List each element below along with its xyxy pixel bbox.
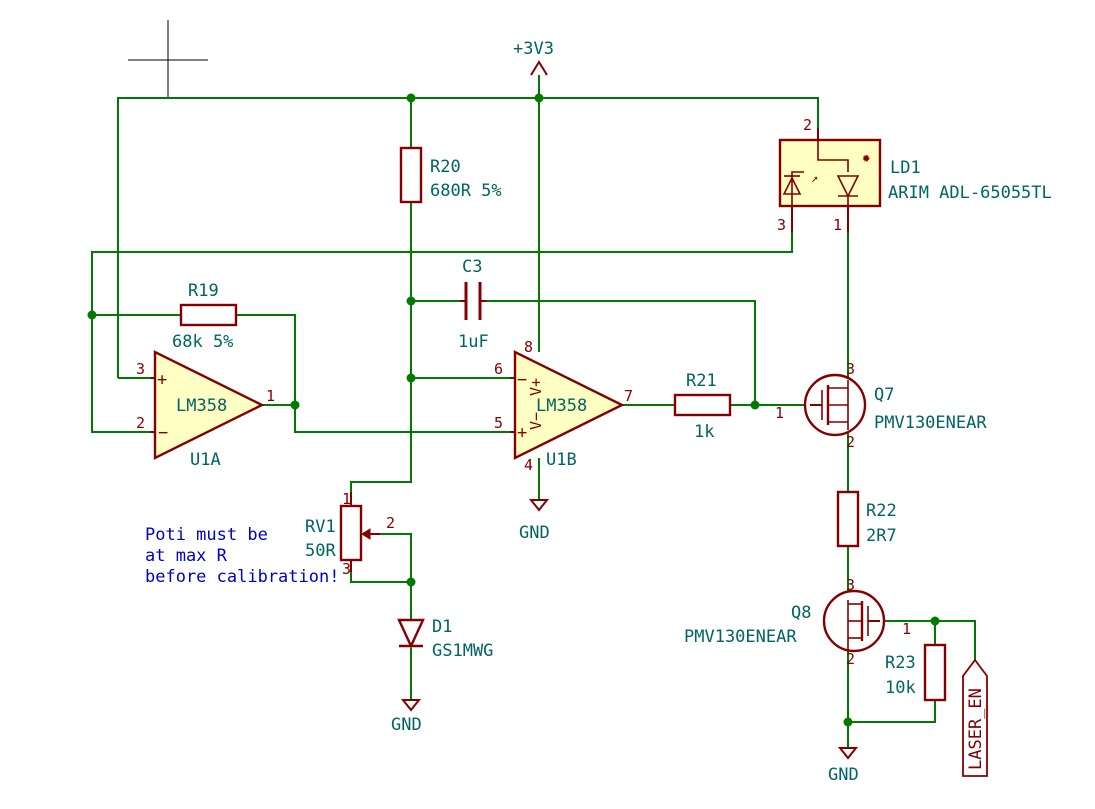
- svg-text:V+: V+: [527, 378, 545, 396]
- svg-text:+: +: [517, 423, 527, 443]
- svg-text:8: 8: [524, 338, 533, 356]
- capacitor-c3[interactable]: C3 1uF: [458, 257, 489, 352]
- svg-text:68k 5%: 68k 5%: [172, 332, 233, 352]
- svg-text:680R 5%: 680R 5%: [430, 181, 502, 201]
- svg-text:Q7: Q7: [874, 385, 894, 405]
- svg-text:C3: C3: [462, 257, 482, 277]
- svg-text:3: 3: [846, 576, 855, 594]
- svg-text:2: 2: [386, 514, 395, 532]
- svg-text:R22: R22: [866, 501, 897, 521]
- calibration-note: Poti must be at max R before calibration…: [145, 525, 339, 587]
- resistor-r22[interactable]: R22 2R7: [836, 490, 897, 548]
- svg-text:GND: GND: [391, 715, 422, 735]
- svg-text:before calibration!: before calibration!: [145, 567, 339, 587]
- svg-text:R19: R19: [188, 281, 219, 301]
- vcc-symbol: +3V3: [513, 39, 554, 76]
- opamp-u1a[interactable]: 3 2 1 + − LM358 U1A: [136, 350, 275, 470]
- svg-text:✹: ✹: [862, 150, 871, 166]
- svg-text:RV1: RV1: [305, 517, 336, 537]
- svg-text:1: 1: [833, 216, 842, 234]
- svg-text:5: 5: [494, 414, 503, 432]
- svg-text:50R: 50R: [305, 541, 336, 561]
- svg-text:D1: D1: [432, 617, 452, 637]
- gnd-symbol-d1: GND: [391, 699, 422, 735]
- net-label-laser-en[interactable]: LASER_EN: [962, 658, 988, 777]
- svg-text:U1B: U1B: [546, 450, 577, 470]
- opamp-u1b[interactable]: 6 5 7 8 4 − + V+ V− LM358 U1B: [494, 338, 633, 474]
- svg-text:Poti must be: Poti must be: [145, 525, 268, 545]
- gnd-symbol-u1b: GND: [519, 499, 550, 543]
- resistor-r23[interactable]: R23 10k: [885, 643, 947, 702]
- svg-text:2: 2: [846, 650, 855, 668]
- svg-text:3: 3: [136, 360, 145, 378]
- svg-text:GND: GND: [828, 765, 859, 785]
- svg-text:10k: 10k: [885, 678, 916, 698]
- svg-text:LD1: LD1: [890, 158, 921, 178]
- svg-text:3: 3: [777, 216, 786, 234]
- svg-text:2: 2: [136, 414, 145, 432]
- mosfet-q8[interactable]: 1 3 2 Q8 PMV130ENEAR: [684, 576, 911, 668]
- junctions: [87, 93, 940, 727]
- svg-text:GS1MWG: GS1MWG: [432, 641, 493, 661]
- svg-text:↗: ↗: [811, 171, 818, 185]
- gnd-symbol-q8: GND: [828, 747, 859, 785]
- svg-text:2: 2: [803, 116, 812, 134]
- svg-text:+: +: [157, 370, 167, 390]
- resistor-r21[interactable]: R21 1k: [673, 371, 732, 442]
- svg-text:1: 1: [902, 620, 911, 638]
- svg-text:−: −: [517, 370, 527, 390]
- mosfet-q7[interactable]: 1 3 2 Q7 PMV130ENEAR: [775, 360, 987, 451]
- resistor-r19[interactable]: R19 68k 5%: [172, 281, 238, 352]
- svg-text:ARIM ADL-65055TL: ARIM ADL-65055TL: [888, 183, 1052, 203]
- svg-text:Q8: Q8: [791, 603, 811, 623]
- svg-text:1: 1: [266, 387, 275, 405]
- resistor-r20[interactable]: R20 680R 5%: [399, 146, 502, 204]
- svg-text:PMV130ENEAR: PMV130ENEAR: [684, 627, 797, 647]
- svg-text:1: 1: [342, 490, 351, 508]
- svg-text:PMV130ENEAR: PMV130ENEAR: [874, 413, 987, 433]
- svg-text:U1A: U1A: [190, 450, 221, 470]
- svg-text:R20: R20: [430, 157, 461, 177]
- potentiometer-rv1[interactable]: 1 2 3 RV1 50R: [305, 490, 395, 578]
- cursor-crosshair: [128, 20, 208, 98]
- svg-text:GND: GND: [519, 523, 550, 543]
- svg-text:2: 2: [846, 433, 855, 451]
- svg-text:LASER_EN: LASER_EN: [966, 688, 986, 770]
- wires: [91, 75, 976, 748]
- svg-text:4: 4: [524, 456, 533, 474]
- svg-text:3: 3: [846, 360, 855, 378]
- diode-d1[interactable]: D1 GS1MWG: [397, 617, 493, 661]
- svg-text:1uF: 1uF: [458, 332, 489, 352]
- svg-text:R23: R23: [885, 653, 916, 673]
- svg-text:1k: 1k: [694, 422, 714, 442]
- svg-text:LM358: LM358: [176, 396, 227, 416]
- svg-text:R21: R21: [686, 371, 717, 391]
- svg-text:2R7: 2R7: [866, 526, 897, 546]
- svg-text:3: 3: [342, 560, 351, 578]
- svg-text:V−: V−: [527, 412, 545, 430]
- svg-text:1: 1: [775, 404, 784, 422]
- svg-text:7: 7: [624, 387, 633, 405]
- laser-diode-ld1[interactable]: 2 3 1 ✹ ↗ LD1 ARIM ADL-65055TL: [777, 116, 1052, 234]
- svg-text:6: 6: [494, 360, 503, 378]
- svg-text:LM358: LM358: [536, 396, 587, 416]
- svg-text:at max R: at max R: [145, 546, 228, 566]
- svg-text:+3V3: +3V3: [513, 39, 554, 59]
- svg-text:−: −: [158, 423, 168, 443]
